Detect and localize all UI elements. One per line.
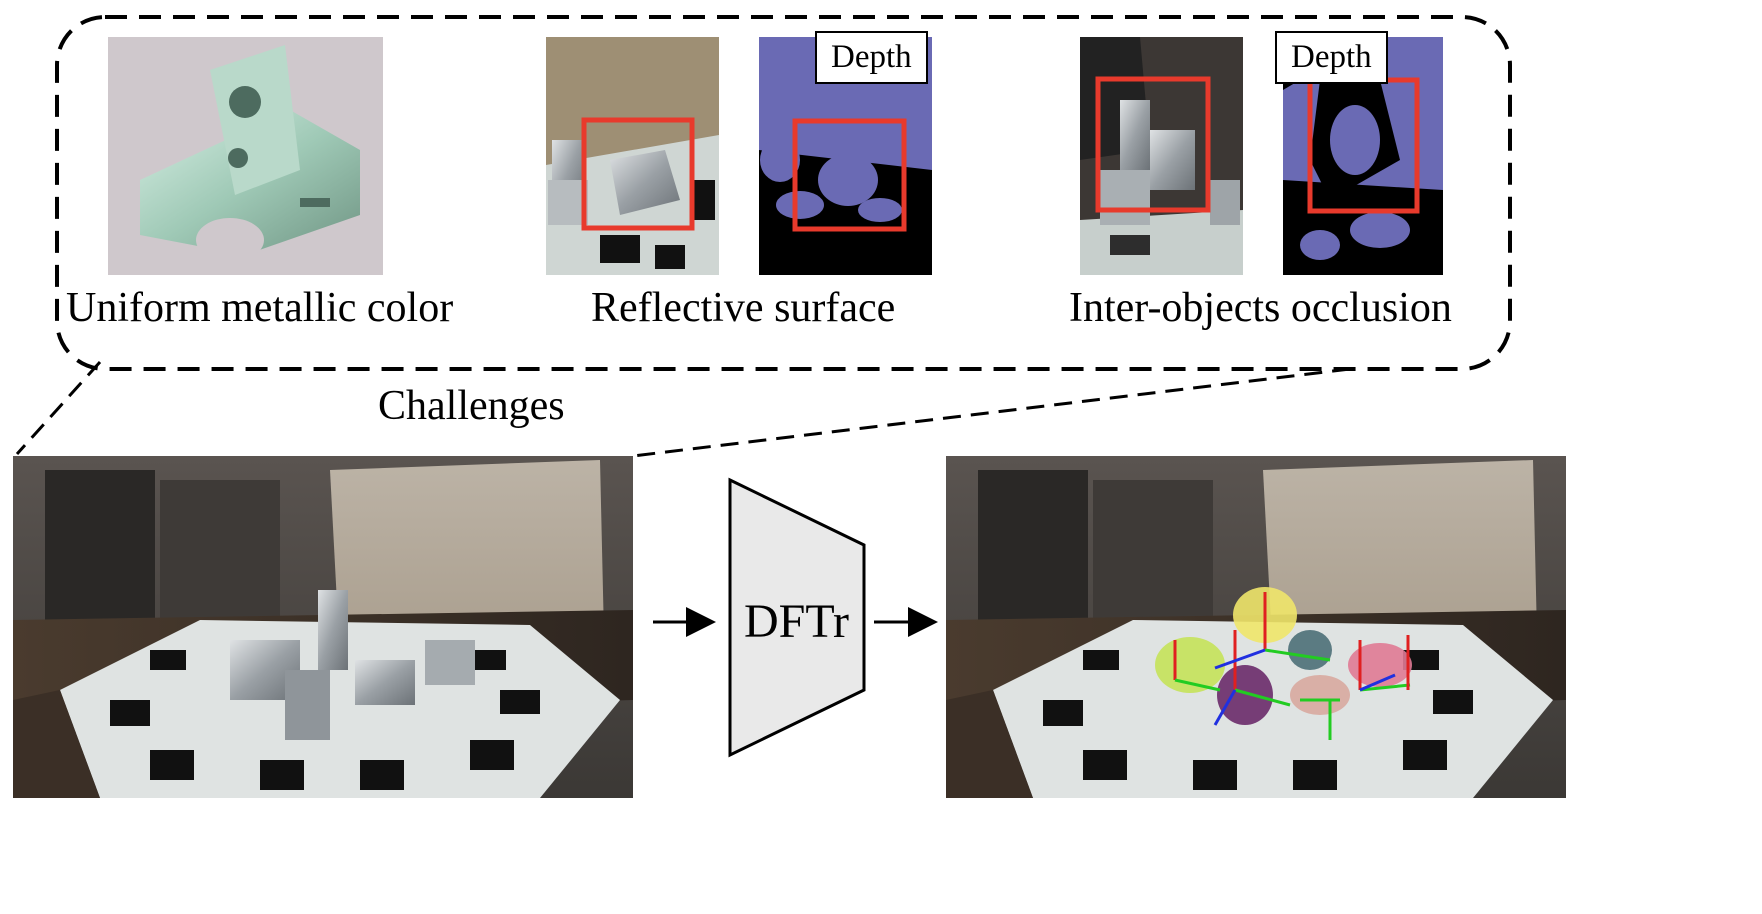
zoom-line-right bbox=[632, 367, 1351, 458]
challenges-title: Challenges bbox=[378, 383, 565, 429]
caption-reflective-surface: Reflective surface bbox=[591, 285, 896, 331]
output-scene-photo bbox=[946, 456, 1566, 798]
depth-label-occlusion: Depth bbox=[1275, 31, 1388, 84]
caption-inter-objects-occlusion: Inter-objects occlusion bbox=[1069, 285, 1452, 331]
reflective-rgb-crop bbox=[546, 37, 719, 275]
depth-label-reflective: Depth bbox=[815, 31, 928, 84]
metallic-part-photo bbox=[108, 37, 383, 275]
caption-uniform-metallic-color: Uniform metallic color bbox=[66, 285, 454, 331]
dftr-model-block bbox=[728, 477, 866, 758]
occlusion-rgb-crop bbox=[1080, 37, 1243, 275]
input-scene-photo bbox=[13, 456, 633, 798]
zoom-line-left bbox=[15, 360, 102, 456]
dftr-model-label: DFTr bbox=[744, 595, 849, 648]
